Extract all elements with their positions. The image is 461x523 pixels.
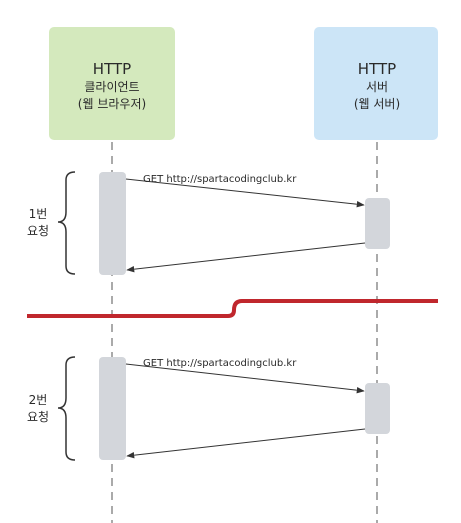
client-box-bg (49, 27, 175, 140)
client-title: HTTP (93, 60, 131, 78)
request-2-label-number: 2번 (29, 393, 48, 407)
request-2-arrow (125, 363, 365, 394)
request-2-message: GET http://spartacodingclub.kr (143, 358, 297, 369)
request-1-message: GET http://spartacodingclub.kr (143, 174, 297, 185)
client-note: (웹 브라우저) (78, 97, 146, 111)
response-2-arrow (126, 428, 366, 459)
request-1: 1번 요청 GET http://spartacodingclub.kr (27, 171, 390, 275)
server-box: HTTP 서버 (웹 서버) (314, 27, 438, 140)
request-2-bracket (57, 356, 76, 461)
server-activation-2 (365, 383, 390, 434)
request-1-bracket (57, 171, 76, 275)
request-2: 2번 요청 GET http://spartacodingclub.kr (27, 356, 390, 461)
request-2-label-text: 요청 (27, 410, 49, 424)
server-box-bg (314, 27, 438, 140)
divider-line (27, 299, 438, 318)
server-subtitle: 서버 (366, 80, 388, 94)
request-1-label-text: 요청 (27, 224, 49, 238)
server-note: (웹 서버) (354, 97, 400, 111)
server-title: HTTP (358, 60, 396, 78)
client-subtitle: 클라이언트 (84, 80, 139, 94)
request-1-label-number: 1번 (29, 207, 48, 221)
response-1-arrow (126, 242, 366, 273)
server-activation-1 (365, 198, 390, 249)
client-box: HTTP 클라이언트 (웹 브라우저) (49, 27, 175, 140)
request-1-arrow (125, 178, 365, 208)
client-activation-2 (99, 357, 126, 460)
client-activation-1 (99, 172, 126, 275)
